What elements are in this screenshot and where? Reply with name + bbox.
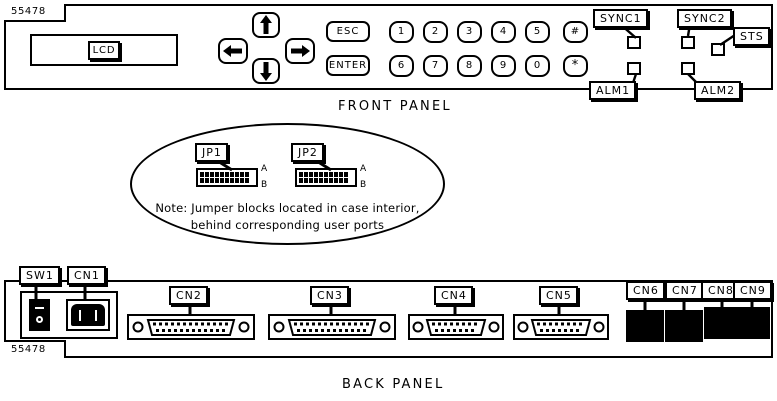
key-6[interactable]: 6 bbox=[389, 55, 414, 77]
back-panel-id-label: 55478 bbox=[4, 340, 66, 358]
label-sync2: SYNC2 bbox=[677, 9, 732, 28]
jumper-row-a bbox=[200, 172, 254, 177]
jp2-row-b-label: B bbox=[360, 180, 367, 190]
label-sync1: SYNC1 bbox=[593, 9, 648, 28]
jumper-block-jp1 bbox=[196, 168, 258, 187]
jumper-row-b bbox=[299, 178, 353, 183]
connector-cn5[interactable] bbox=[513, 314, 609, 340]
key-enter[interactable]: ENTER bbox=[326, 55, 370, 76]
label-jp2: JP2 bbox=[291, 143, 324, 162]
jp1-row-b-label: B bbox=[261, 180, 268, 190]
label-cn3: CN3 bbox=[310, 286, 349, 305]
back-panel-caption: BACK PANEL bbox=[342, 377, 445, 392]
label-cn1: CN1 bbox=[67, 266, 106, 285]
arrow-key-up[interactable] bbox=[252, 12, 280, 38]
key-4[interactable]: 4 bbox=[491, 21, 516, 43]
label-cn2: CN2 bbox=[169, 286, 208, 305]
label-jp1: JP1 bbox=[195, 143, 228, 162]
jp2-row-a-label: A bbox=[360, 164, 367, 174]
inlet-slot-left bbox=[79, 309, 81, 321]
key-2[interactable]: 2 bbox=[423, 21, 448, 43]
connector-cn7[interactable] bbox=[665, 310, 703, 342]
connector-cn9[interactable] bbox=[734, 307, 770, 339]
lcd-label: LCD bbox=[87, 40, 121, 60]
power-inlet-cn1[interactable] bbox=[66, 299, 110, 331]
label-cn7: CN7 bbox=[665, 281, 704, 300]
inlet-slot-right bbox=[95, 309, 97, 321]
label-cn6: CN6 bbox=[626, 281, 665, 300]
key-1[interactable]: 1 bbox=[389, 21, 414, 43]
connector-cn2[interactable] bbox=[127, 314, 255, 340]
key-asterisk[interactable]: * bbox=[563, 55, 588, 77]
connector-cn4[interactable] bbox=[408, 314, 504, 340]
key-9[interactable]: 9 bbox=[491, 55, 516, 77]
label-cn4: CN4 bbox=[434, 286, 473, 305]
jumper-row-b bbox=[200, 178, 254, 183]
led-sts bbox=[711, 43, 725, 56]
jumper-note-line-1: Note: Jumper blocks located in case inte… bbox=[155, 201, 420, 215]
lcd-display: LCD bbox=[30, 34, 178, 66]
key-5[interactable]: 5 bbox=[525, 21, 550, 43]
label-alm2: ALM2 bbox=[694, 81, 742, 100]
switch-off-mark bbox=[36, 315, 43, 323]
label-sw1: SW1 bbox=[19, 266, 60, 285]
jp1-row-a-label: A bbox=[261, 164, 268, 174]
power-inlet-body bbox=[71, 304, 105, 326]
key-0[interactable]: 0 bbox=[525, 55, 550, 77]
jumper-block-jp2 bbox=[295, 168, 357, 187]
connector-cn6[interactable] bbox=[626, 310, 664, 342]
switch-on-mark bbox=[35, 307, 44, 310]
key-7[interactable]: 7 bbox=[423, 55, 448, 77]
key-3[interactable]: 3 bbox=[457, 21, 482, 43]
power-switch-sw1[interactable] bbox=[29, 299, 50, 331]
key-8[interactable]: 8 bbox=[457, 55, 482, 77]
front-panel-caption: FRONT PANEL bbox=[338, 99, 452, 114]
jumper-detail-bubble bbox=[130, 123, 445, 245]
jumper-note-line-2: behind corresponding user ports bbox=[190, 218, 385, 232]
label-alm1: ALM1 bbox=[589, 81, 637, 100]
front-panel-id-label: 55478 bbox=[4, 4, 66, 22]
label-cn5: CN5 bbox=[539, 286, 578, 305]
label-cn9: CN9 bbox=[733, 281, 772, 300]
led-sync2 bbox=[681, 36, 695, 49]
arrow-key-down[interactable] bbox=[252, 58, 280, 84]
arrow-key-right[interactable] bbox=[285, 38, 315, 64]
key-hash[interactable]: # bbox=[563, 21, 588, 43]
connector-cn3[interactable] bbox=[268, 314, 396, 340]
jumper-row-a bbox=[299, 172, 353, 177]
label-sts: STS bbox=[733, 27, 770, 46]
key-esc[interactable]: ESC bbox=[326, 21, 370, 42]
arrow-key-left[interactable] bbox=[218, 38, 248, 64]
led-alm1 bbox=[627, 62, 641, 75]
